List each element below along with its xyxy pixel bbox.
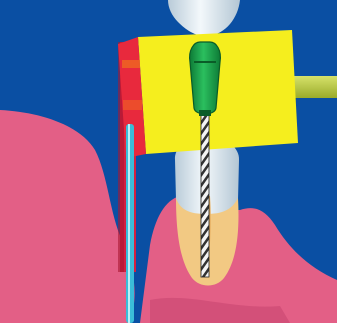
file-handle-stopper: [199, 110, 211, 116]
gum-shadow: [150, 297, 290, 323]
file-shaft: [201, 112, 209, 277]
sensor-connector: [294, 76, 337, 98]
file-handle: [189, 41, 221, 115]
lip-clip-highlight: [118, 42, 124, 272]
sensor-stripe-2: [123, 100, 142, 110]
apex-locator-sensor: [138, 30, 298, 154]
sensor-stripe-1: [122, 60, 140, 68]
probe-wire-highlight: [128, 124, 130, 323]
upper-tooth: [168, 0, 240, 37]
left-gum: [0, 110, 135, 323]
